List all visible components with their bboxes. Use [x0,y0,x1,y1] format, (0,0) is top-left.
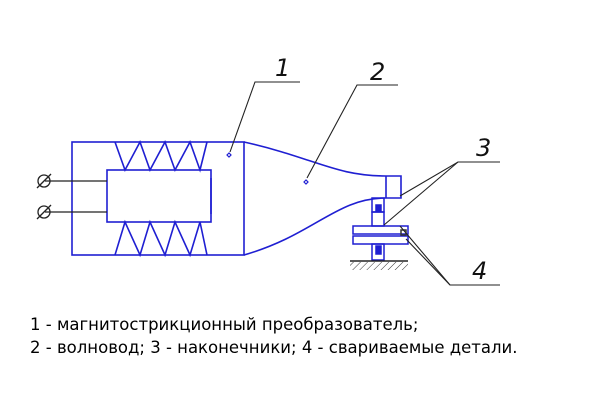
ultrasonic-welding-schematic: 1 2 3 4 [36,54,500,286]
callout-2: 2 [370,58,385,86]
caption-line-1: 1 - магнитострикционный преобразователь; [30,315,419,334]
waveguide-horn [243,141,402,256]
callout-1: 1 [275,54,290,82]
caption-line-2: 2 - волновод; 3 - наконечники; 4 - свари… [30,338,518,357]
leader-lines [229,81,500,286]
welding-tips-and-parts [352,197,409,261]
figure-caption: 1 - магнитострикционный преобразователь;… [30,313,590,359]
callout-4: 4 [472,257,487,285]
electrical-terminals [36,173,107,220]
callout-3: 3 [476,134,491,162]
anvil-base [350,260,408,270]
magnetostrictive-transducer [71,140,245,258]
